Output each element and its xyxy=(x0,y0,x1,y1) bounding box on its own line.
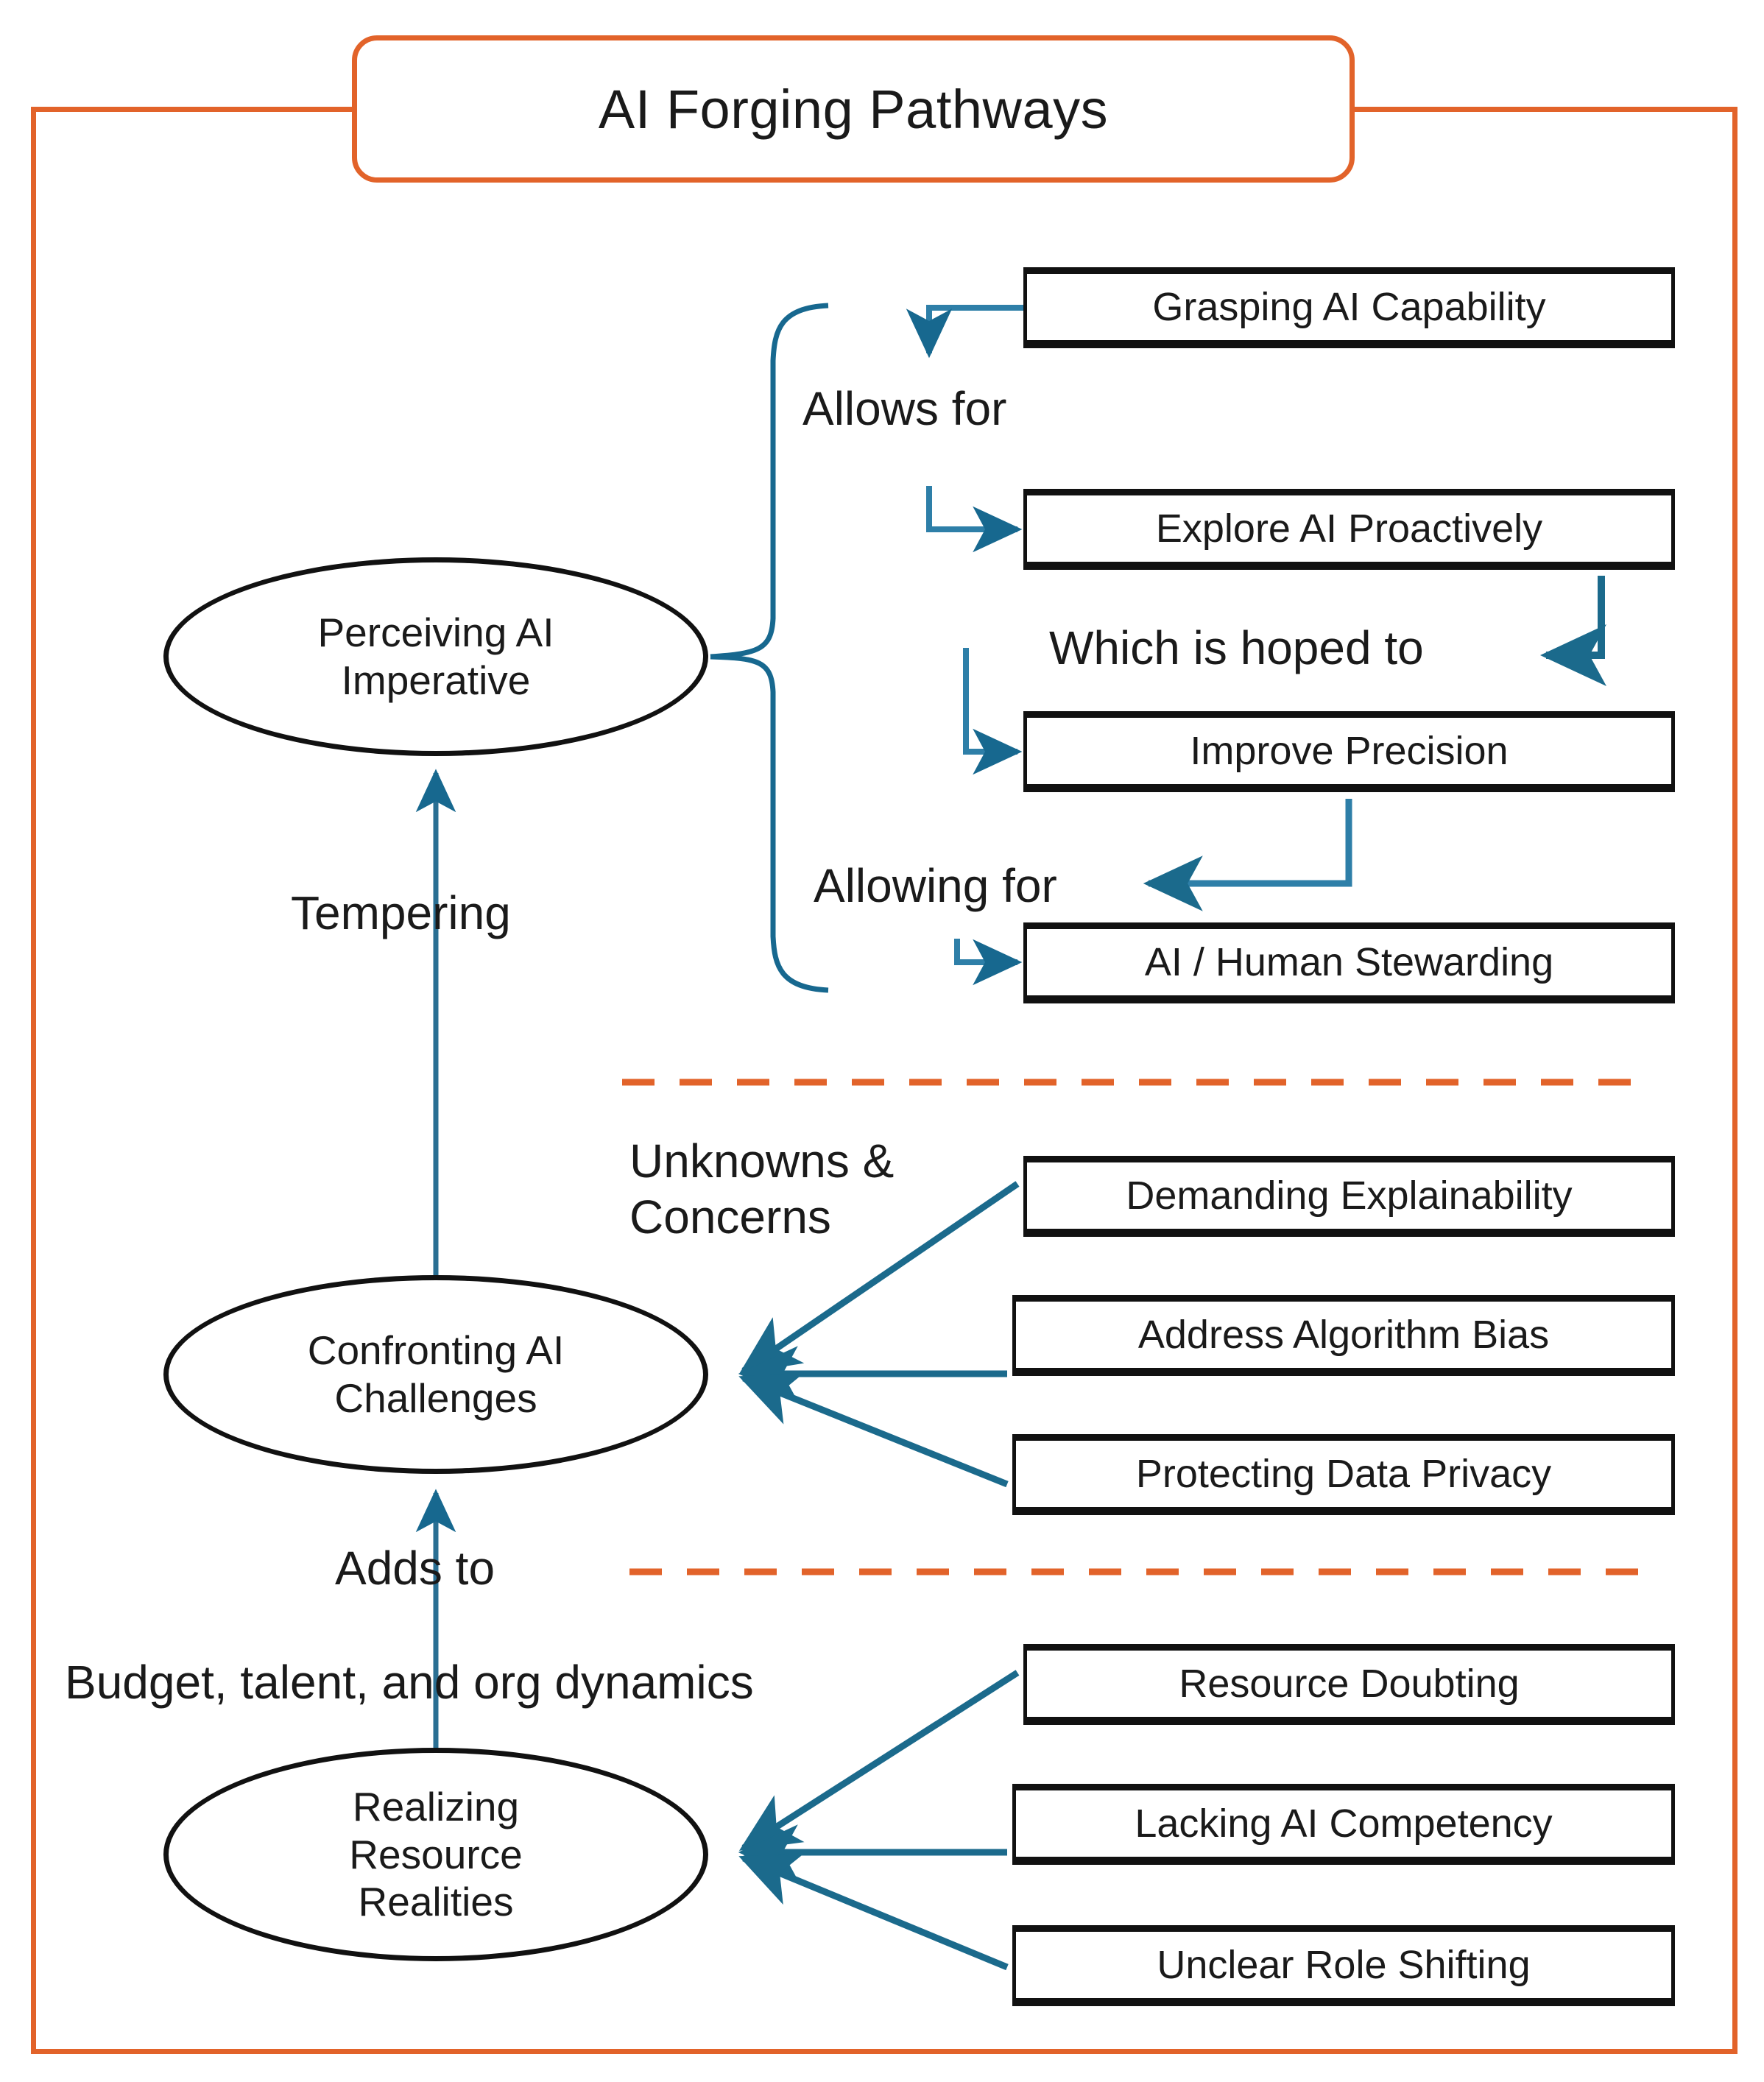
node-label: Explore AI Proactively xyxy=(1155,507,1543,551)
relation-label-allows-for: Allows for xyxy=(802,382,1007,435)
node-confronting-ai-challenges[interactable]: Confronting AI Challenges xyxy=(163,1275,708,1474)
node-improve-precision[interactable]: Improve Precision xyxy=(1023,711,1675,792)
node-label: Unclear Role Shifting xyxy=(1157,1943,1531,1987)
relation-label-which-is-hoped-to: Which is hoped to xyxy=(1049,621,1424,674)
node-label: Confronting AI Challenges xyxy=(307,1327,565,1421)
node-address-algorithm-bias[interactable]: Address Algorithm Bias xyxy=(1012,1295,1675,1376)
node-explore-ai-proactively[interactable]: Explore AI Proactively xyxy=(1023,489,1675,570)
node-realizing-resource-realities[interactable]: Realizing Resource Realities xyxy=(163,1748,708,1961)
relation-label-adds-to: Adds to xyxy=(335,1542,495,1595)
node-lacking-ai-competency[interactable]: Lacking AI Competency xyxy=(1012,1784,1675,1865)
node-label: Resource Doubting xyxy=(1179,1662,1520,1706)
node-label: AI / Human Stewarding xyxy=(1144,940,1554,984)
node-grasping-ai-capability[interactable]: Grasping AI Capability xyxy=(1023,267,1675,348)
node-protecting-data-privacy[interactable]: Protecting Data Privacy xyxy=(1012,1434,1675,1515)
page-title: AI Forging Pathways xyxy=(598,78,1109,140)
relation-label-allowing-for: Allowing for xyxy=(814,859,1057,912)
node-unclear-role-shifting[interactable]: Unclear Role Shifting xyxy=(1012,1925,1675,2006)
diagram-title-box: AI Forging Pathways xyxy=(352,35,1355,183)
node-demanding-explainability[interactable]: Demanding Explainability xyxy=(1023,1156,1675,1237)
node-resource-doubting[interactable]: Resource Doubting xyxy=(1023,1644,1675,1725)
node-perceiving-ai-imperative[interactable]: Perceiving AI Imperative xyxy=(163,557,708,756)
node-label: Perceiving AI Imperative xyxy=(317,610,554,703)
node-label: Grasping AI Capability xyxy=(1152,285,1546,329)
node-label: Demanding Explainability xyxy=(1126,1174,1573,1218)
relation-label-unknowns-and-concerns: Unknowns & Concerns xyxy=(629,1134,895,1243)
node-ai-human-stewarding[interactable]: AI / Human Stewarding xyxy=(1023,922,1675,1003)
node-label: Address Algorithm Bias xyxy=(1137,1313,1550,1357)
relation-label-tempering: Tempering xyxy=(291,886,511,939)
node-label: Lacking AI Competency xyxy=(1135,1802,1553,1846)
node-label: Improve Precision xyxy=(1190,729,1509,773)
relation-label-budget-talent-org-dynamics: Budget, talent, and org dynamics xyxy=(65,1656,754,1709)
node-label: Protecting Data Privacy xyxy=(1135,1452,1552,1496)
node-label: Realizing Resource Realities xyxy=(349,1783,523,1925)
